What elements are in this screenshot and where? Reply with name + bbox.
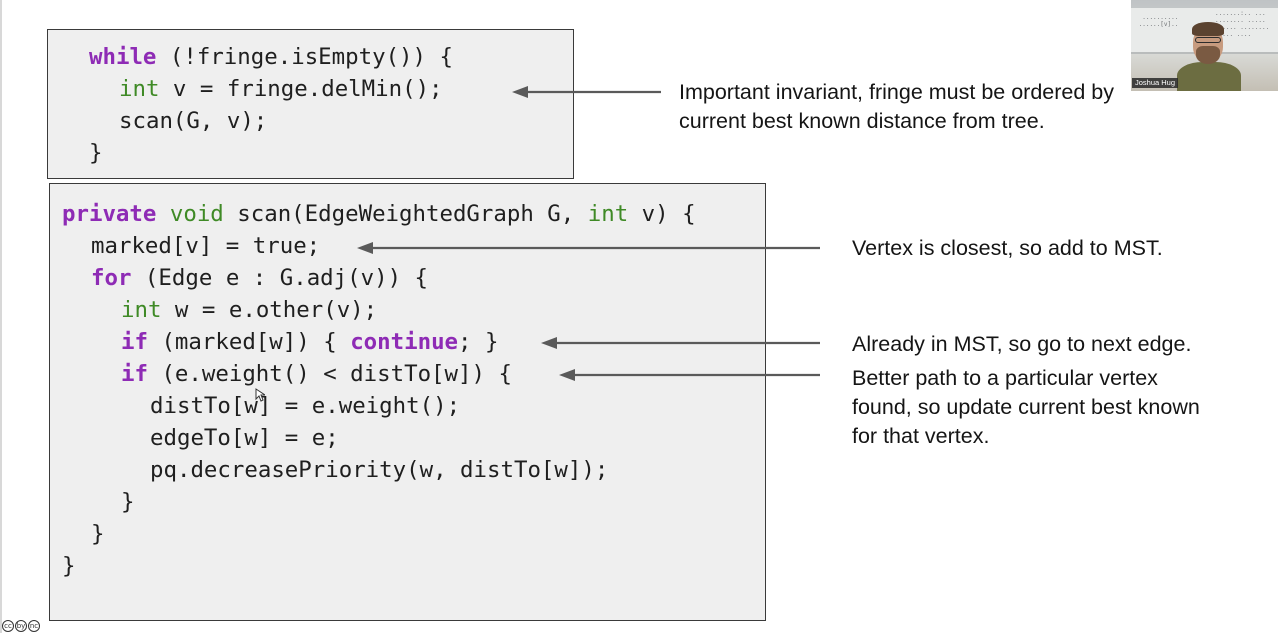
code-text: (Edge e : G.adj(v)) { — [131, 265, 429, 291]
code-text: (e.weight() < distTo[w]) { — [147, 361, 512, 387]
code-line-scan-call: scan(G, v); — [119, 108, 268, 134]
webcam-video-overlay[interactable]: .......... ......[v].. .......:.. ... ..… — [1131, 0, 1278, 91]
code-text: w = e.other(v); — [161, 297, 378, 323]
code-text: (marked[w]) { — [147, 329, 351, 355]
keyword-void: void — [169, 201, 224, 227]
code-line-while: while (!fringe.isEmpty()) { — [89, 46, 453, 68]
code-text: v = fringe.delMin(); — [159, 76, 443, 102]
code-line-close-for: } — [91, 521, 105, 547]
keyword-if: if — [121, 361, 148, 387]
note-invariant: Important invariant, fringe must be orde… — [679, 80, 1114, 133]
code-line-close-brace: } — [89, 140, 103, 166]
code-line-close-method: } — [62, 553, 76, 579]
keyword-while: while — [89, 44, 157, 70]
cc-nc-icon: nc — [28, 620, 40, 632]
code-line-for: for (Edge e : G.adj(v)) { — [91, 267, 428, 289]
code-line-signature: private void scan(EdgeWeightedGraph G, i… — [62, 203, 696, 225]
keyword-private: private — [62, 201, 157, 227]
keyword-int: int — [119, 76, 160, 102]
board-scribble: .......:.. ... ........ ..... ...... ...… — [1215, 10, 1270, 38]
code-line-close-if: } — [121, 489, 135, 515]
keyword-if: if — [121, 329, 148, 355]
webcam-name-tag: Joshua Hug — [1132, 78, 1179, 88]
code-line-marked: marked[v] = true; — [91, 233, 321, 259]
arrow-better-head — [559, 369, 575, 381]
presenter-shirt — [1177, 62, 1241, 91]
cc-by-icon: by — [15, 620, 27, 632]
code-line-decrease-priority: pq.decreasePriority(w, distTo[w]); — [150, 457, 609, 483]
code-text: ; } — [458, 329, 499, 355]
code-line-if-weight: if (e.weight() < distTo[w]) { — [121, 363, 512, 385]
note-already: Already in MST, so go to next edge. — [852, 332, 1192, 356]
presenter-glasses — [1195, 37, 1221, 43]
slide-edge — [0, 0, 2, 633]
note-better: Better path to a particular vertex found… — [852, 366, 1200, 448]
board-scribble: .......... ......[v].. — [1138, 14, 1179, 28]
note-closest: Vertex is closest, so add to MST. — [852, 236, 1163, 260]
code-line-edgeto: edgeTo[w] = e; — [150, 425, 339, 451]
code-line-if-marked: if (marked[w]) { continue; } — [121, 331, 498, 353]
code-text: v) { — [628, 201, 696, 227]
scan-method-code-box — [49, 183, 766, 621]
code-line-delmin: int v = fringe.delMin(); — [119, 78, 443, 100]
keyword-int: int — [587, 201, 629, 227]
cc-icon: cc — [2, 620, 14, 632]
code-text: scan(EdgeWeightedGraph G, — [223, 201, 588, 227]
presenter-beard — [1196, 46, 1220, 64]
keyword-for: for — [91, 265, 132, 291]
arrow-closest-head — [357, 242, 373, 254]
mouse-cursor-icon — [255, 388, 265, 402]
keyword-continue: continue — [350, 329, 459, 355]
code-text: (!fringe.isEmpty()) { — [156, 44, 453, 70]
arrow-invariant-head — [512, 86, 528, 98]
cc-license-badge: cc by nc — [2, 620, 40, 633]
code-line-int-w: int w = e.other(v); — [121, 299, 377, 321]
code-line-distto: distTo[w] = e.weight(); — [150, 393, 461, 419]
arrow-already-head — [541, 337, 557, 349]
keyword-int: int — [121, 297, 162, 323]
presenter-hair — [1192, 22, 1224, 36]
fringe-loop-code-box — [47, 29, 574, 179]
